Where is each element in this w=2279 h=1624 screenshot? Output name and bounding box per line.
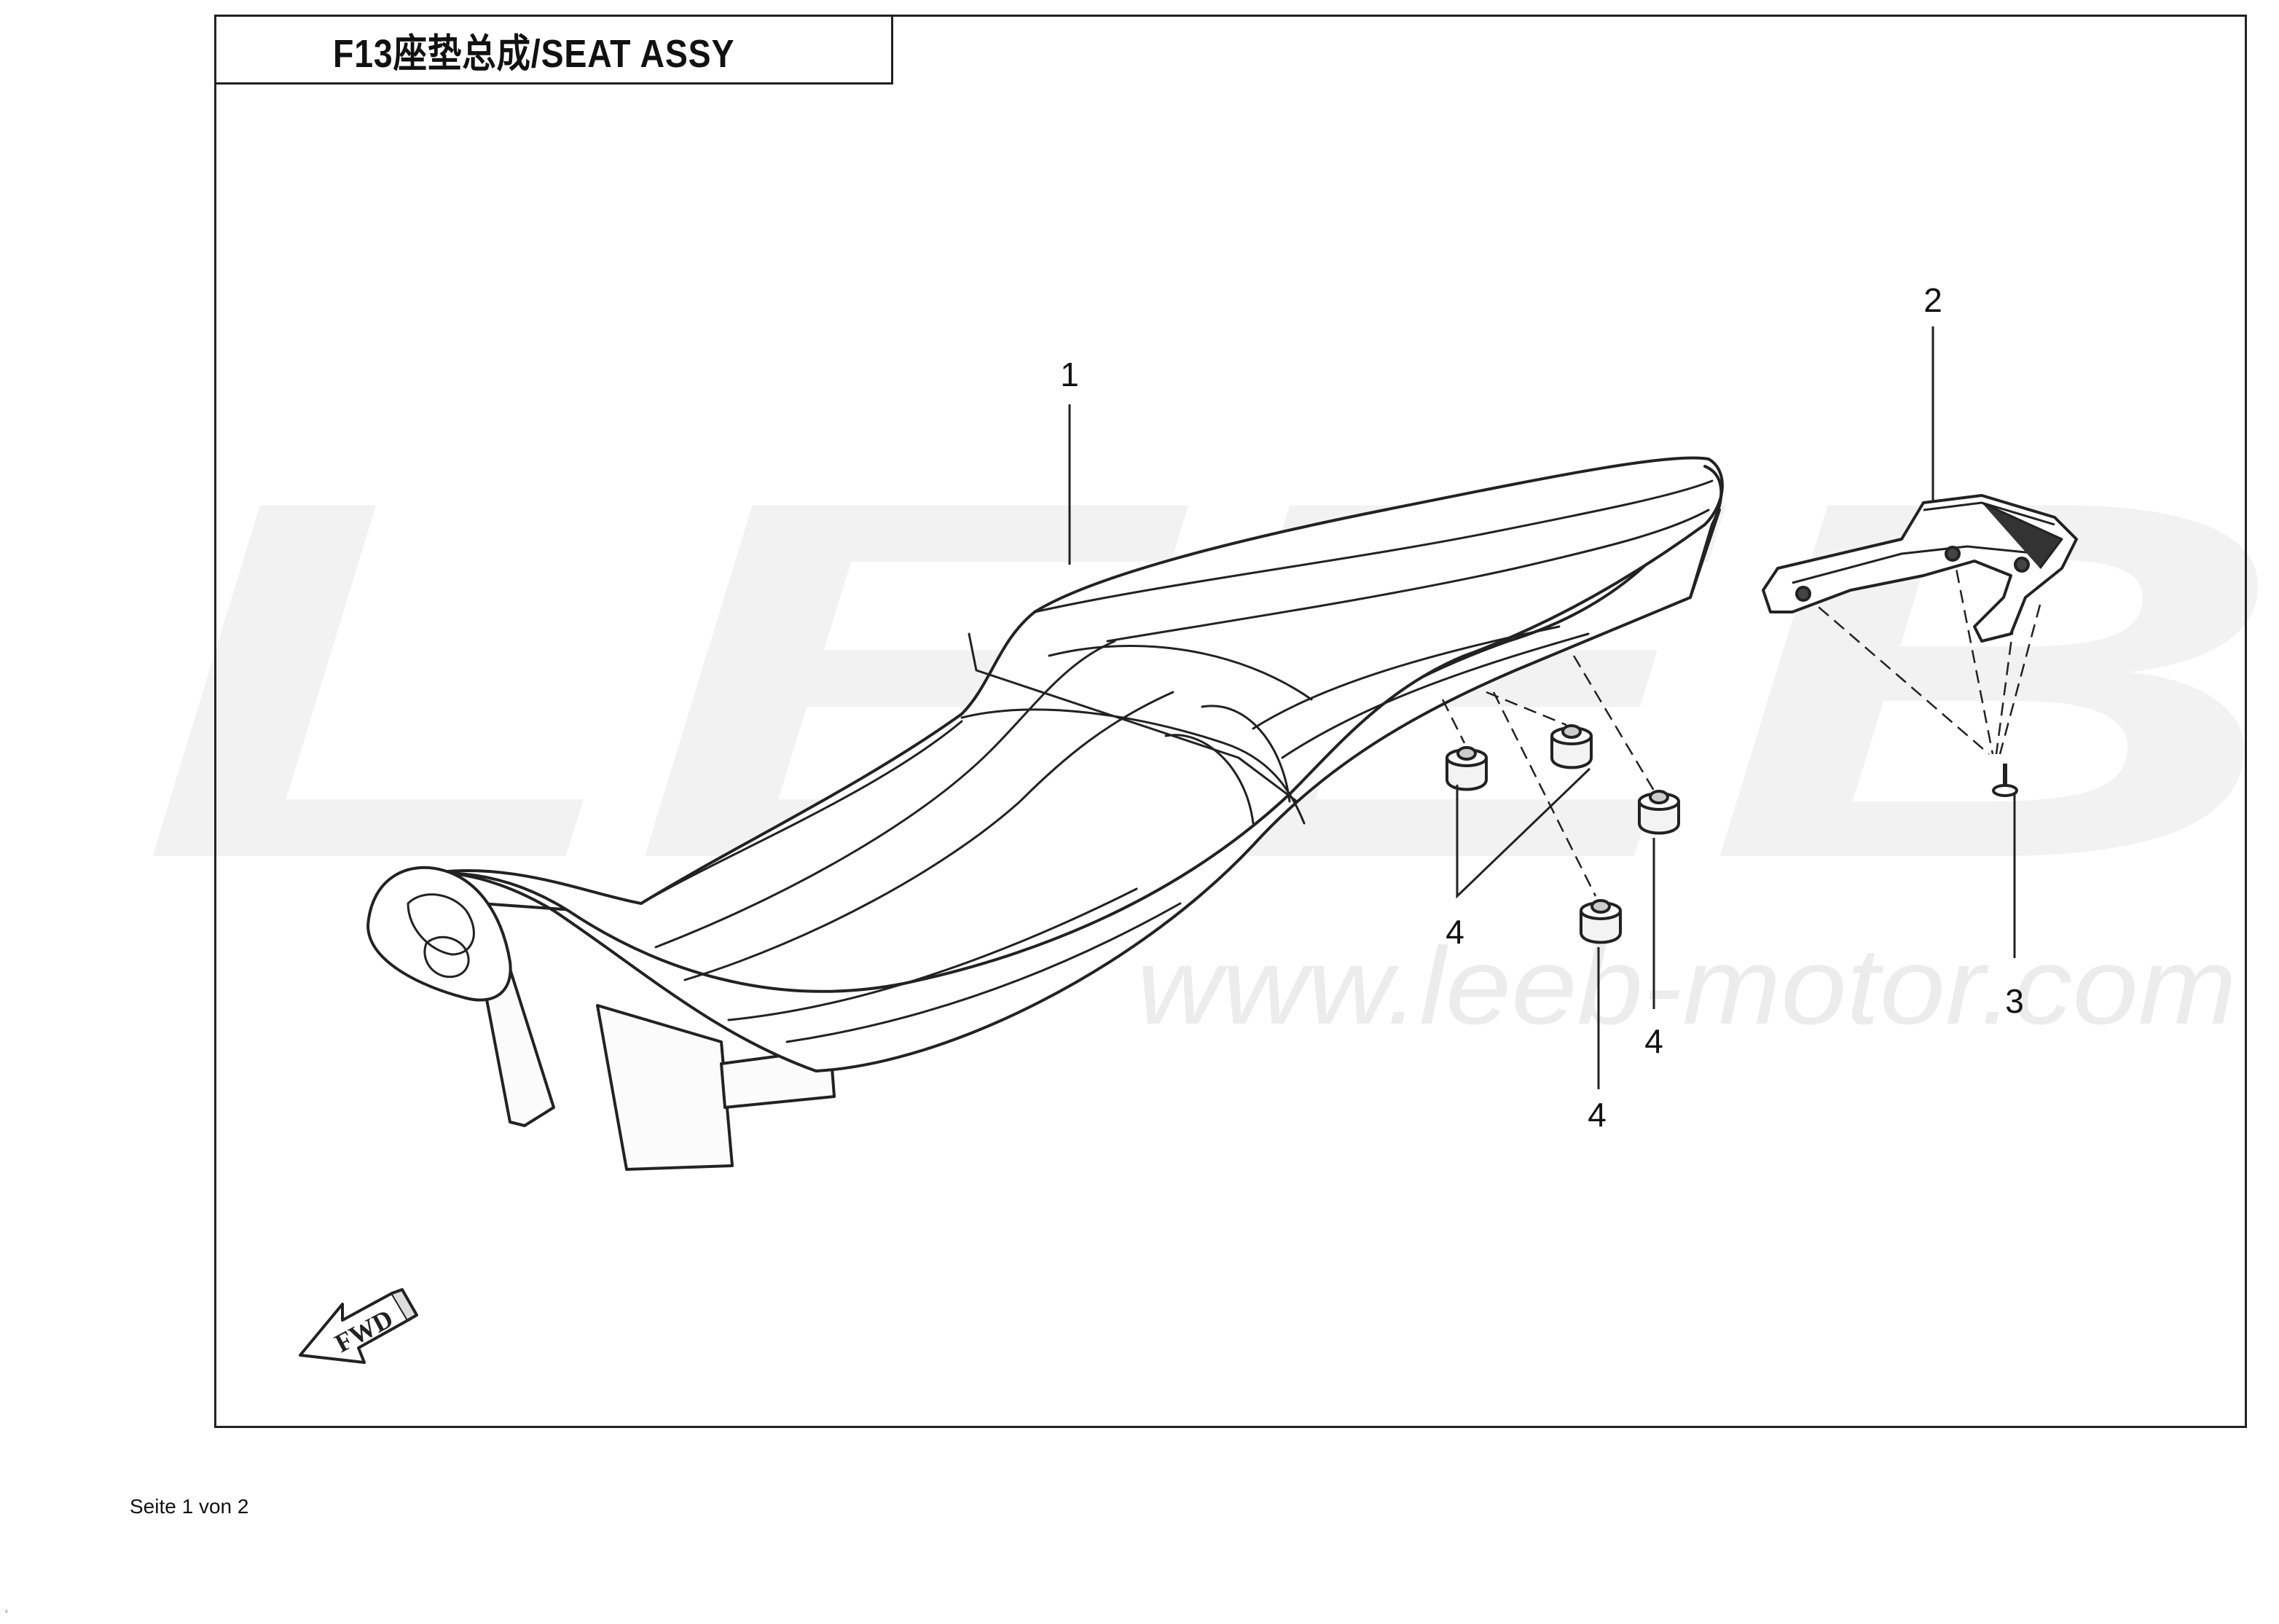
damper-b xyxy=(1550,724,1593,769)
callout-4b: 4 xyxy=(1644,1022,1663,1060)
grab-handle-body xyxy=(1762,494,2078,643)
fwd-arrow-icon: FWD xyxy=(299,1288,418,1364)
damper-parts xyxy=(1446,724,1680,944)
leader-lines xyxy=(1068,326,2016,1089)
screw-part xyxy=(1992,764,2018,797)
seat-part xyxy=(366,456,1724,1171)
watermark-url: www.leeb-motor.com xyxy=(1137,925,2237,1047)
callout-3: 3 xyxy=(2005,982,2024,1020)
callout-labels: 1 2 3 4 4 4 xyxy=(1060,281,2024,1134)
callout-1: 1 xyxy=(1060,356,1079,393)
seat-bracket-mid xyxy=(596,1004,734,1171)
corner-mark: ⁴ xyxy=(4,1607,9,1617)
watermark-url-text: www.leeb-motor.com xyxy=(1137,925,2237,1047)
callout-4c: 4 xyxy=(1588,1096,1607,1134)
page-footer: Seite 1 von 2 xyxy=(130,1495,249,1518)
grab-handle-part xyxy=(1762,494,2078,643)
page-title: F13座垫总成/SEAT ASSY xyxy=(333,31,735,76)
seat-nose xyxy=(366,866,512,1002)
title-box: F13座垫总成/SEAT ASSY xyxy=(214,15,893,85)
drawing-frame xyxy=(214,15,2247,1428)
callout-4a: 4 xyxy=(1446,913,1464,951)
damper-d xyxy=(1580,899,1622,944)
callout-2: 2 xyxy=(1923,281,1942,319)
damper-a xyxy=(1446,746,1488,791)
damper-c xyxy=(1638,790,1680,835)
